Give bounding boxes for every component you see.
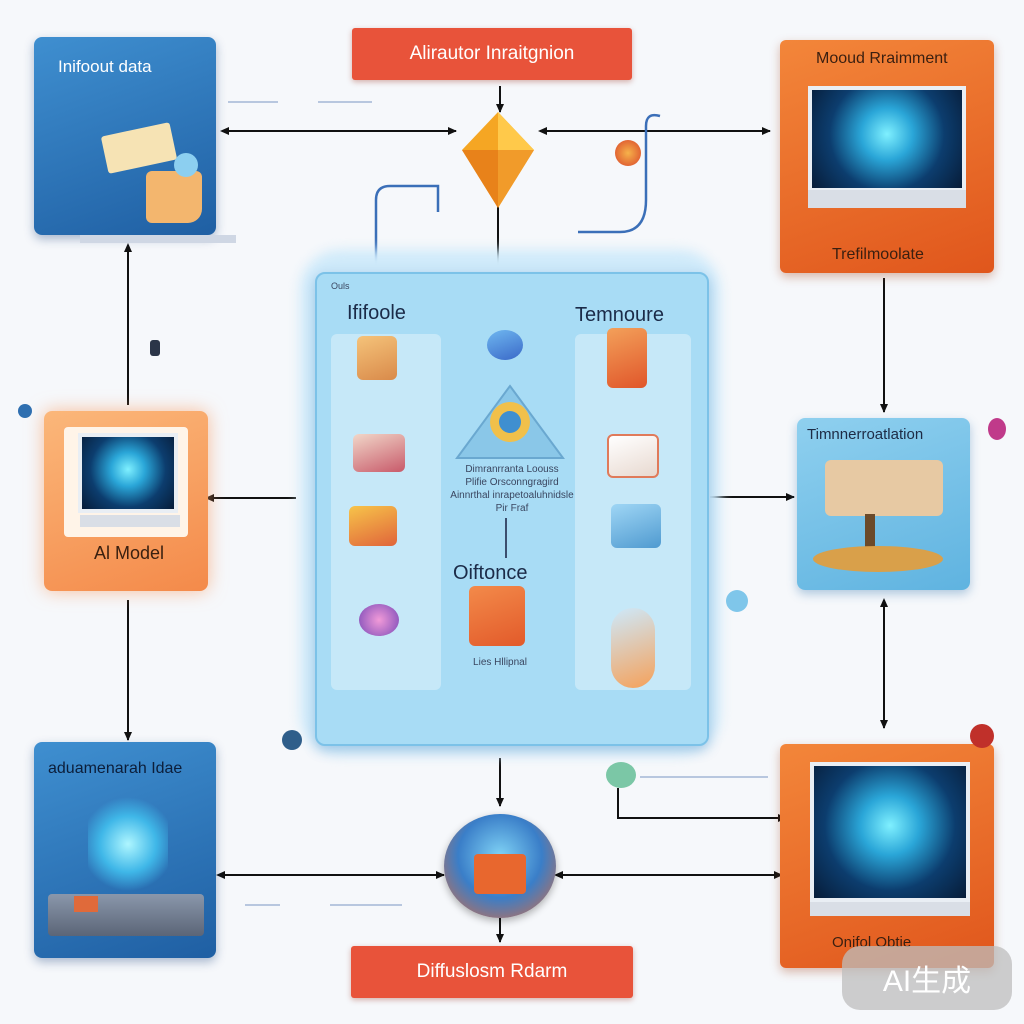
center-caption-4: Pir Fraf [495, 503, 529, 514]
watermark-label: AI生成 [882, 965, 972, 998]
hub-box-icon [474, 854, 526, 894]
brain-glow-icon [88, 796, 168, 892]
hand-icon [146, 171, 202, 223]
mood-footer-label: Trefilmoolate [832, 246, 924, 263]
ai-monitor-icon [78, 433, 178, 513]
center-heading: Oiftonce [453, 562, 528, 584]
top-banner: Alirautor Inraitgnion [352, 28, 632, 80]
central-panel: Ouls Ififoole Temnoure Dimranrranta Loou… [315, 272, 709, 746]
center-caption-2: Plifie Orsconngragird [465, 477, 559, 488]
bottom-banner: Diffuslosm Rdarm [351, 946, 633, 998]
augmented-data-label: aduamenarah Idae [48, 760, 183, 777]
card-icon [607, 434, 659, 478]
device-icon [349, 506, 397, 546]
output-node: Onifol Obtie [780, 744, 994, 968]
books-stack-icon [353, 434, 405, 472]
sticker-dot-icon [615, 140, 641, 166]
transformation-label: Timnnerroatlation [807, 426, 924, 443]
input-data-shelf [80, 235, 236, 243]
output-monitor-icon [810, 762, 970, 902]
input-data-node: Inifoout data [34, 37, 236, 243]
top-banner-label: Alirautor Inraitgnion [409, 43, 575, 64]
orb-icon [359, 604, 399, 636]
center-caption-3: Ainnrthal inrapetoaluhnidsle [450, 490, 574, 501]
input-data-label: Inifoout data [58, 57, 152, 76]
panel-left-title: Ififoole [347, 302, 406, 324]
stack-icon [357, 336, 397, 380]
panel-right-title: Temnoure [575, 304, 664, 326]
center-tool-icon [469, 586, 525, 646]
key-accent-icon [74, 896, 98, 912]
glow-icon [174, 153, 198, 177]
center-divider [505, 518, 507, 558]
tiny-scene-icon [606, 762, 636, 788]
monitor-screen-icon [808, 86, 966, 192]
pink-dot-icon [988, 418, 1006, 440]
pyramid-icon [455, 384, 565, 459]
ai-model-label: Al Model [94, 543, 165, 563]
center-caption-1: Dimranrranta Loouss [465, 464, 559, 475]
curve-panel-right [578, 113, 661, 234]
center-top-icon [487, 330, 523, 360]
tree-trunk-icon [865, 514, 875, 550]
platform-icon [813, 546, 943, 572]
mood-treatment-node: Mooud Rraimment Trefilmoolate [780, 40, 994, 273]
curve-output-link [617, 788, 787, 822]
panel-corner-mark: Ouls [331, 281, 350, 291]
diamond-icon [462, 112, 534, 208]
side-dot-icon [18, 404, 32, 418]
globe-dot-icon [282, 730, 302, 750]
books-icon [825, 460, 943, 516]
phone-icon [607, 328, 647, 388]
bottom-banner-label: Diffuslosm Rdarm [416, 961, 568, 982]
output-monitor-base [810, 902, 970, 916]
keyboard-icon [48, 894, 204, 936]
chart-screen-icon [611, 504, 661, 548]
capsule-icon [611, 608, 655, 688]
monitor-base-icon [808, 190, 966, 208]
augmented-data-node: aduamenarah Idae [34, 742, 216, 958]
ai-monitor-base [80, 515, 180, 527]
small-mark-icon [150, 340, 160, 356]
diffusion-hub [444, 814, 556, 918]
ai-model-node: Al Model [44, 411, 208, 591]
mood-treatment-label: Mooud Rraimment [816, 50, 948, 67]
transformation-node: Timnnerroatlation [797, 418, 970, 590]
ai-generated-watermark: AI生成 [842, 946, 1012, 1010]
document-icon [100, 122, 178, 174]
center-footer: Lies Hllipnal [473, 657, 527, 668]
blue-dot-icon [726, 590, 748, 612]
red-dot-icon [970, 724, 994, 748]
